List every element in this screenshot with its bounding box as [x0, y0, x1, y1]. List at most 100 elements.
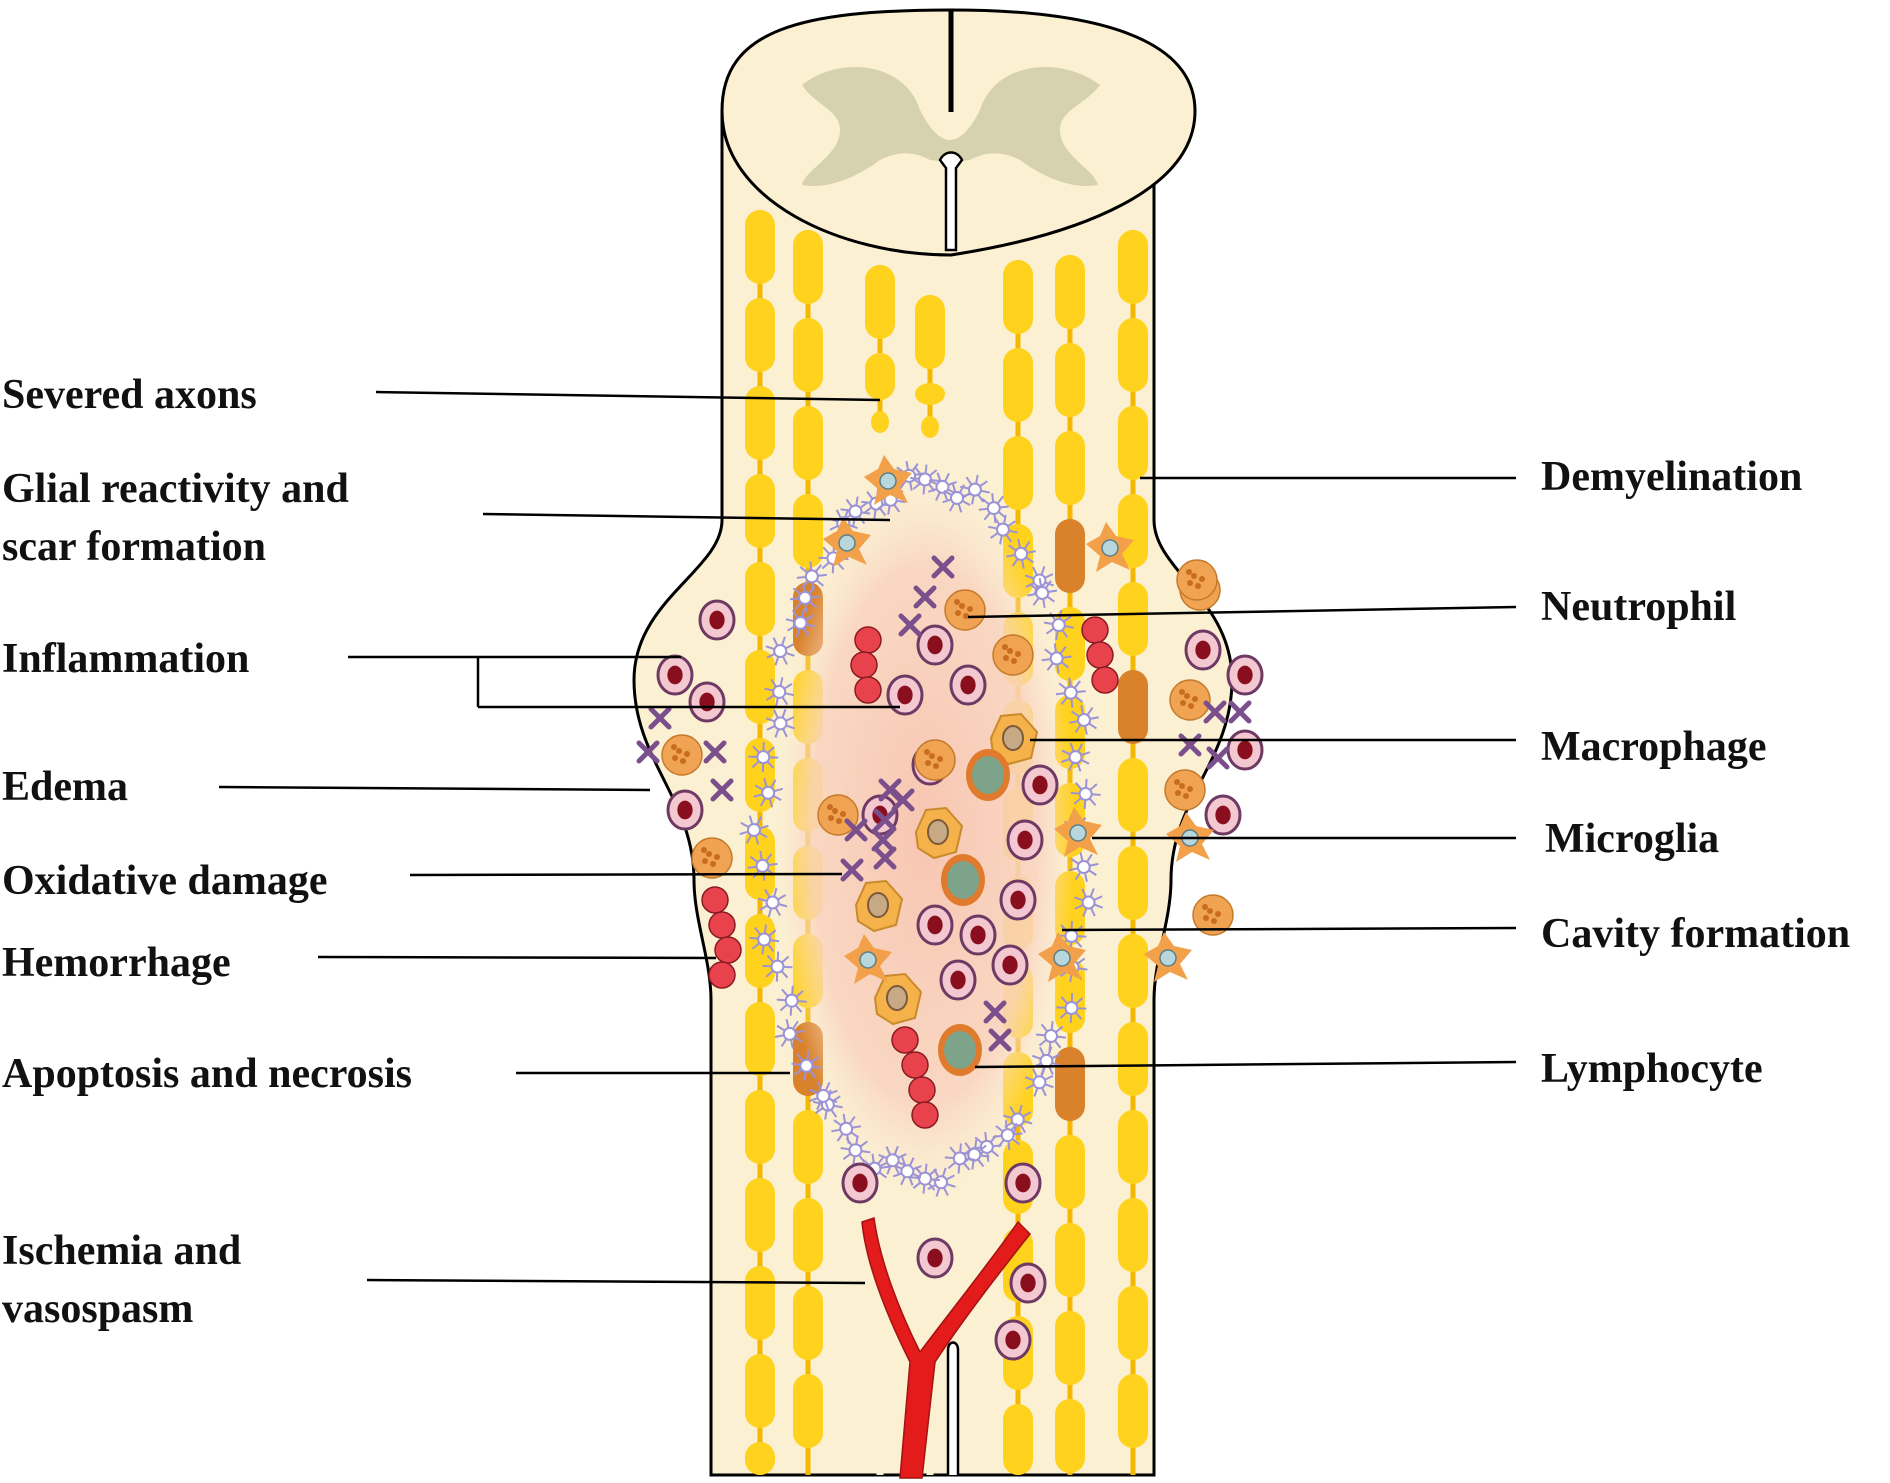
myelin-segment — [745, 298, 775, 372]
astrocyte — [1061, 742, 1091, 772]
myelin-segment — [793, 1374, 823, 1448]
leukocyte — [916, 624, 954, 666]
label-line: Glial reactivity and — [2, 466, 349, 512]
oxidative-mark — [873, 808, 897, 832]
myelin-segment — [745, 1090, 775, 1164]
leader-line — [974, 1060, 1517, 1069]
oxidative-mark — [891, 788, 915, 812]
astrocyte — [878, 1145, 907, 1175]
neutrophil-cell — [992, 634, 1034, 676]
astrocyte — [959, 474, 990, 505]
myelin-segment — [1055, 255, 1085, 329]
label-demyelination: Demyelination — [1541, 448, 1802, 506]
leader-line — [375, 390, 881, 402]
neutrophil-cell — [1164, 769, 1206, 811]
label-line: Microglia — [1545, 816, 1720, 862]
myelin-segment — [1055, 1135, 1085, 1209]
astrocyte — [944, 1143, 975, 1174]
neutrophil-cell — [914, 739, 956, 781]
demyelinated-segment — [1055, 519, 1085, 593]
myelin-segment — [1118, 406, 1148, 480]
leader-line — [317, 955, 717, 960]
label-line: Macrophage — [1541, 724, 1767, 770]
myelin-segment — [745, 650, 775, 724]
myelin-segment — [865, 353, 895, 400]
astrocyte — [749, 924, 780, 955]
myelin-segment — [793, 318, 823, 392]
label-line: Cavity formation — [1541, 911, 1851, 957]
myelin-segment — [1118, 230, 1148, 304]
red-blood-cell — [708, 911, 736, 939]
neutrophil-cell — [1192, 894, 1234, 936]
oxidative-mark — [983, 1000, 1007, 1024]
myelin-segment — [1118, 846, 1148, 920]
leukocyte — [939, 959, 977, 1001]
label-cavity-formation: Cavity formation — [1541, 905, 1850, 963]
myelin-segment — [1055, 343, 1085, 417]
red-blood-cell — [901, 1051, 929, 1079]
myelin-segment — [1118, 758, 1148, 832]
myelin-segment — [793, 1286, 823, 1360]
myelin-segment — [745, 1178, 775, 1252]
leukocyte — [688, 681, 726, 723]
label-line: Lymphocyte — [1541, 1046, 1763, 1092]
label-macrophage: Macrophage — [1541, 718, 1767, 776]
label-line: Oxidative damage — [2, 858, 328, 904]
astrocyte — [785, 608, 816, 638]
astrocyte — [765, 708, 795, 738]
microglia-cell — [823, 517, 871, 567]
astrocyte — [1027, 578, 1058, 608]
lymphocyte-cell — [938, 1024, 982, 1076]
leader-lines — [218, 390, 1517, 1285]
oxidative-mark — [1206, 746, 1230, 770]
red-blood-cell — [708, 961, 736, 989]
oxidative-mark — [988, 1028, 1012, 1052]
myelin-segment — [793, 494, 823, 568]
leukocyte — [1006, 819, 1044, 861]
label-line: Apoptosis and necrosis — [2, 1051, 412, 1097]
astrocyte — [1069, 705, 1099, 735]
oxidative-mark — [898, 613, 922, 637]
macrophage-cell — [914, 806, 964, 860]
myelin-segment — [1118, 1374, 1148, 1448]
neutrophil-cell — [1169, 679, 1211, 721]
macrophage-cell — [854, 879, 904, 933]
microglia-cell — [864, 455, 912, 505]
astrocyte — [747, 850, 778, 881]
myelin-segment — [745, 562, 775, 636]
myelin-segment — [745, 386, 775, 460]
astrocyte — [892, 1156, 922, 1186]
astrocyte — [1070, 778, 1101, 809]
myelin-segment — [745, 914, 775, 988]
astrocyte — [1024, 1067, 1054, 1097]
astrocyte — [748, 742, 779, 773]
neutrophil-cell — [661, 734, 703, 776]
myelin-segment — [1055, 1399, 1085, 1473]
astrocyte — [776, 985, 807, 1016]
oxidative-mark — [703, 740, 727, 764]
myelin-segment — [745, 474, 775, 548]
myelin-segment — [745, 1354, 775, 1428]
myelin-segment — [1003, 348, 1033, 422]
leukocyte — [1009, 1262, 1047, 1304]
red-blood-cell — [908, 1076, 936, 1104]
neutrophil-cell — [691, 837, 733, 879]
leukocyte — [1226, 654, 1264, 696]
myelin-segment — [1003, 436, 1033, 510]
oxidative-mark — [1228, 700, 1252, 724]
red-blood-cell — [701, 886, 729, 914]
leukocyte — [1021, 764, 1059, 806]
demyelinated-segment — [1118, 670, 1148, 744]
label-line: Inflammation — [2, 636, 250, 682]
label-microglia: Microglia — [1545, 810, 1719, 868]
red-blood-cell — [1081, 616, 1109, 644]
astrocyte — [739, 815, 769, 845]
label-oxidative-damage: Oxidative damage — [2, 852, 327, 910]
myelin-segment — [793, 1198, 823, 1272]
severed-axon-end — [871, 411, 889, 433]
astrocyte — [1074, 888, 1103, 917]
leader-line — [967, 605, 1517, 619]
microglia-cell — [844, 934, 892, 984]
oxidative-mark — [913, 585, 937, 609]
astrocyte — [909, 464, 941, 495]
